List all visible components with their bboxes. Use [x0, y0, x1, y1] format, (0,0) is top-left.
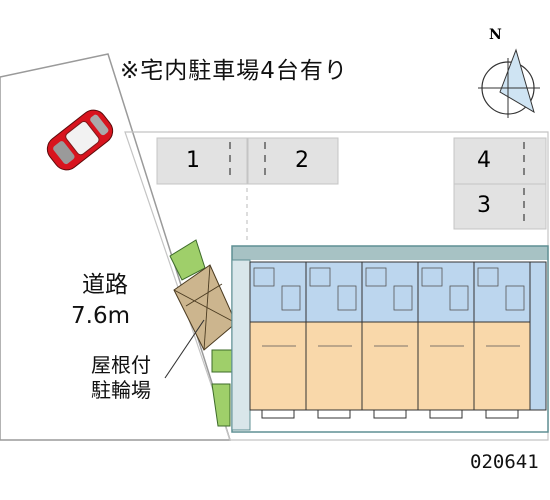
bike-parking-label-line1: 屋根付	[91, 353, 151, 377]
units	[249, 261, 531, 411]
parking-slot-1-label: 1	[186, 148, 200, 173]
bay-dividers	[229, 142, 525, 225]
entrance-hall	[231, 259, 251, 431]
unit-5	[473, 261, 531, 411]
parking-slot-3-label: 3	[477, 193, 491, 218]
reference-code: 020641	[470, 451, 539, 473]
unit-4	[417, 261, 475, 411]
car-icon	[46, 109, 114, 171]
parking-slot-2-label: 2	[295, 148, 309, 173]
unit-2	[305, 261, 363, 411]
planting-strip-middle	[211, 349, 233, 373]
parking-bay-2	[247, 137, 339, 185]
bike-shelter-frame	[173, 264, 237, 351]
compass-icon	[478, 48, 540, 118]
bike-label-leader	[164, 319, 205, 379]
parking-note: ※宅内駐車場4台有り	[120, 58, 348, 84]
road-label: 道路	[82, 272, 128, 298]
planting-strip-lower	[211, 383, 231, 427]
north-label: N	[489, 27, 502, 43]
east-stair	[529, 261, 547, 411]
parking-bay-4	[453, 137, 547, 185]
corridor	[232, 246, 548, 260]
parking-bay-1	[156, 137, 248, 185]
unit-3	[361, 261, 419, 411]
interior-lines	[253, 267, 525, 347]
balconies	[261, 409, 519, 419]
road-width: 7.6m	[71, 303, 130, 329]
bike-parking-label-line2: 駐輪場	[91, 378, 151, 402]
parking-slot-4-label: 4	[477, 148, 491, 173]
parking-bay-3	[453, 183, 547, 230]
site-boundary	[124, 131, 549, 441]
unit-1	[249, 261, 307, 411]
